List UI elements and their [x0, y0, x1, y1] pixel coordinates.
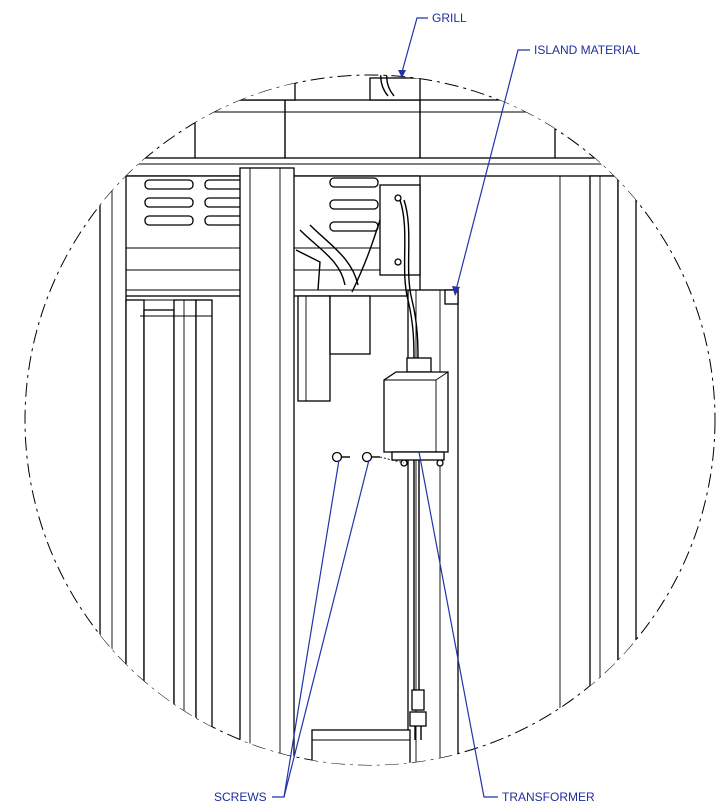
assembly-linework [59, 75, 661, 765]
center-frame-post [239, 167, 295, 765]
screws-leader-right [283, 459, 370, 798]
callout-island-material: ISLAND MATERIAL [534, 43, 640, 57]
left-frame-posts [99, 175, 213, 765]
valve-block [297, 295, 371, 402]
screw-left [331, 451, 350, 463]
grill-leader [401, 17, 428, 73]
callout-transformer: TRANSFORMER [502, 790, 595, 804]
callout-screws: SCREWS [214, 790, 267, 804]
top-frame-beam [59, 157, 661, 177]
right-frame-posts [559, 175, 637, 765]
screw-right [361, 451, 380, 463]
transformer-leader [418, 451, 498, 798]
callout-grill: GRILL [432, 11, 467, 25]
island-material-leader [455, 49, 530, 291]
bottom-base [311, 729, 411, 765]
transformer-wire [399, 199, 415, 361]
callout-leaders [272, 17, 530, 798]
grill-body [194, 75, 556, 161]
transformer-box [383, 357, 449, 740]
